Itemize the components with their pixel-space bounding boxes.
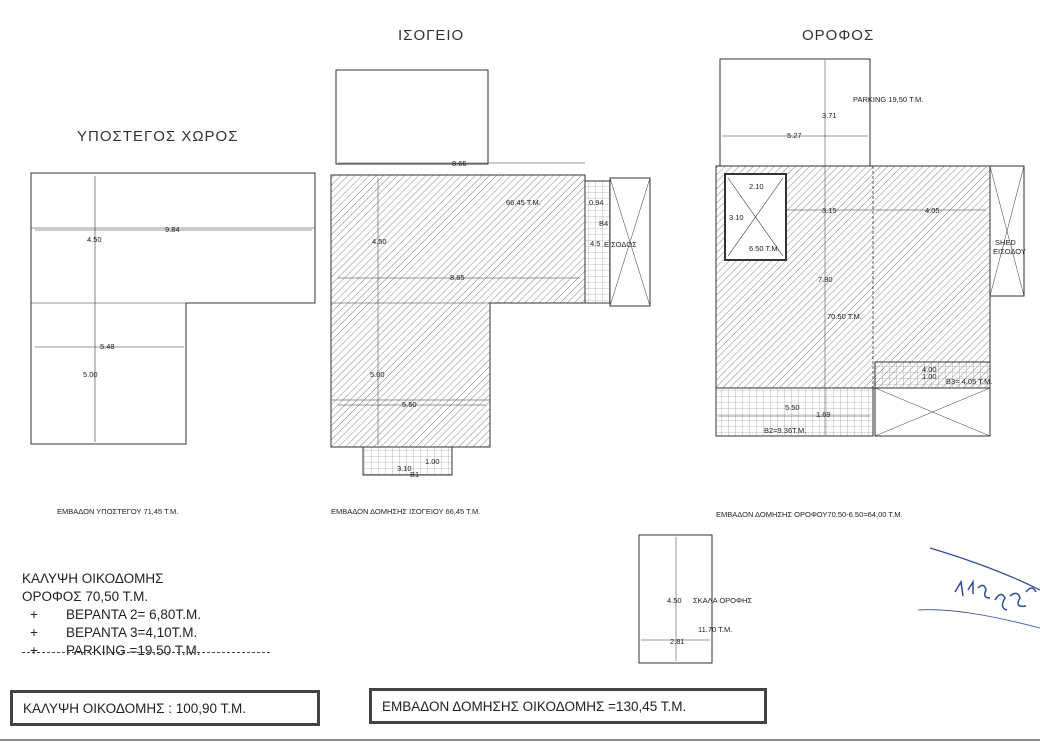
coverage-summary: ΚΑΛΥΨΗ ΟΙΚΟΔΟΜΗΣ ΟΡΟΦΟΣ 70,50 Τ.Μ. +ΒΕΡΑ… (22, 570, 270, 660)
ground-area-caption: ΕΜΒΑΔΟΝ ΔΟΜΗΣΗΣ ΙΣΟΓΕΙΟΥ 66,45 Τ.Μ. (331, 507, 481, 516)
dim-label: 4.50 (87, 235, 102, 244)
total-building-box: ΕΜΒΑΔΟΝ ΔΟΜΗΣΗΣ ΟΙΚΟΔΟΜΗΣ =130,45 Τ.Μ. (369, 688, 767, 724)
dim-label: 5.50 (785, 403, 800, 412)
summary-item: +PARKING =19.50 Τ.Μ. (30, 643, 201, 658)
basement-area-caption: ΕΜΒΑΔΟΝ ΥΠΟΣΤΕΓΟΥ 71,45 Τ.Μ. (57, 507, 179, 516)
balcony-label: B4 (599, 219, 609, 228)
dim-label: 3.10 (397, 464, 412, 473)
summary-divider (22, 652, 270, 653)
first-floor-title: ΟΡΟΦΟΣ (802, 27, 875, 44)
ground-floor-title: ΙΣΟΓΕΙΟ (398, 27, 465, 44)
basement-title: ΥΠΟΣΤΕΓΟΣ ΧΩΡΟΣ (77, 128, 239, 145)
dim-label: 9.84 (165, 225, 180, 234)
balcony-label: B2=9.36Τ.Μ. (764, 426, 807, 435)
void-area-label: 6.50 Τ.Μ. (749, 244, 780, 253)
dim-label: 3.71 (822, 111, 837, 120)
dim-label: 0.94 (589, 198, 604, 207)
dim-label: 5.50 (402, 400, 417, 409)
floor-area-caption: ΕΜΒΑΔΟΝ ΔΟΜΗΣΗΣ ΟΡΟΦΟΥ70.50-6.50=64,00 Τ… (716, 510, 903, 519)
dim-label: 3.10 (729, 213, 744, 222)
dim-label: 8.65 (450, 273, 465, 282)
area-label: 70.50 Τ.Μ. (827, 312, 862, 321)
shed-label: ΕΙΣΟΔΟΥ (993, 247, 1026, 256)
dim-label: 4.05 (925, 206, 940, 215)
first-floor-plan (715, 58, 1025, 437)
dim-label: 1.00 (922, 372, 937, 381)
dim-label: 1.00 (425, 457, 440, 466)
ground-floor-plan (330, 69, 651, 476)
total-coverage-box: ΚΑΛΥΨΗ ΟΙΚΟΔΟΜΗΣ : 100,90 Τ.Μ. (10, 690, 320, 726)
dim-label: 1.69 (816, 410, 831, 419)
total-coverage-text: ΚΑΛΥΨΗ ΟΙΚΟΔΟΜΗΣ : 100,90 Τ.Μ. (23, 700, 247, 716)
total-building-text: ΕΜΒΑΔΟΝ ΔΟΜΗΣΗΣ ΟΙΚΟΔΟΜΗΣ =130,45 Τ.Μ. (382, 698, 687, 714)
entry-label: ΕΙΣΟΔΟΣ (604, 240, 637, 249)
dim-label: 5.27 (787, 131, 802, 140)
area-label: 66.45 Τ.Μ. (506, 198, 541, 207)
summary-heading: ΚΑΛΥΨΗ ΟΙΚΟΔΟΜΗΣ (22, 571, 164, 586)
shed-label: SHED (995, 238, 1016, 247)
dim-label: 5.48 (100, 342, 115, 351)
balcony-label: B1 (410, 470, 420, 479)
balcony-label: B3= 4.05 Τ.Μ. (946, 377, 993, 386)
summary-floor: ΟΡΟΦΟΣ 70,50 Τ.Μ. (22, 589, 149, 604)
dim-label: 4.00 (922, 365, 937, 374)
roof-stair-label: ΣΚΑΛΑ ΟΡΟΦΗΣ (693, 596, 753, 605)
area-label: 11.70 Τ.Μ. (698, 625, 733, 634)
handwritten-stamp (917, 547, 1040, 629)
roof-stair-plan (638, 534, 713, 664)
dim-label: 4.50 (667, 596, 682, 605)
dim-label: 7.80 (818, 275, 833, 284)
basement-plan (30, 172, 316, 445)
summary-item: +ΒΕΡΑΝΤΑ 3=4,10Τ.Μ. (30, 625, 198, 640)
dim-label: 8.65 (452, 159, 467, 168)
dim-label: 3.15 (822, 206, 837, 215)
dim-label: 5.00 (83, 370, 98, 379)
parking-label: PARKING 19,50 Τ.Μ. (853, 95, 924, 104)
dim-label: 2.10 (749, 182, 764, 191)
summary-item: +ΒΕΡΑΝΤΑ 2= 6,80Τ.Μ. (30, 607, 201, 622)
dim-label: 4.50 (372, 237, 387, 246)
dim-label: 5.00 (370, 370, 385, 379)
dim-label: 2.81 (670, 637, 685, 646)
dim-label: 4.5 (590, 239, 601, 248)
